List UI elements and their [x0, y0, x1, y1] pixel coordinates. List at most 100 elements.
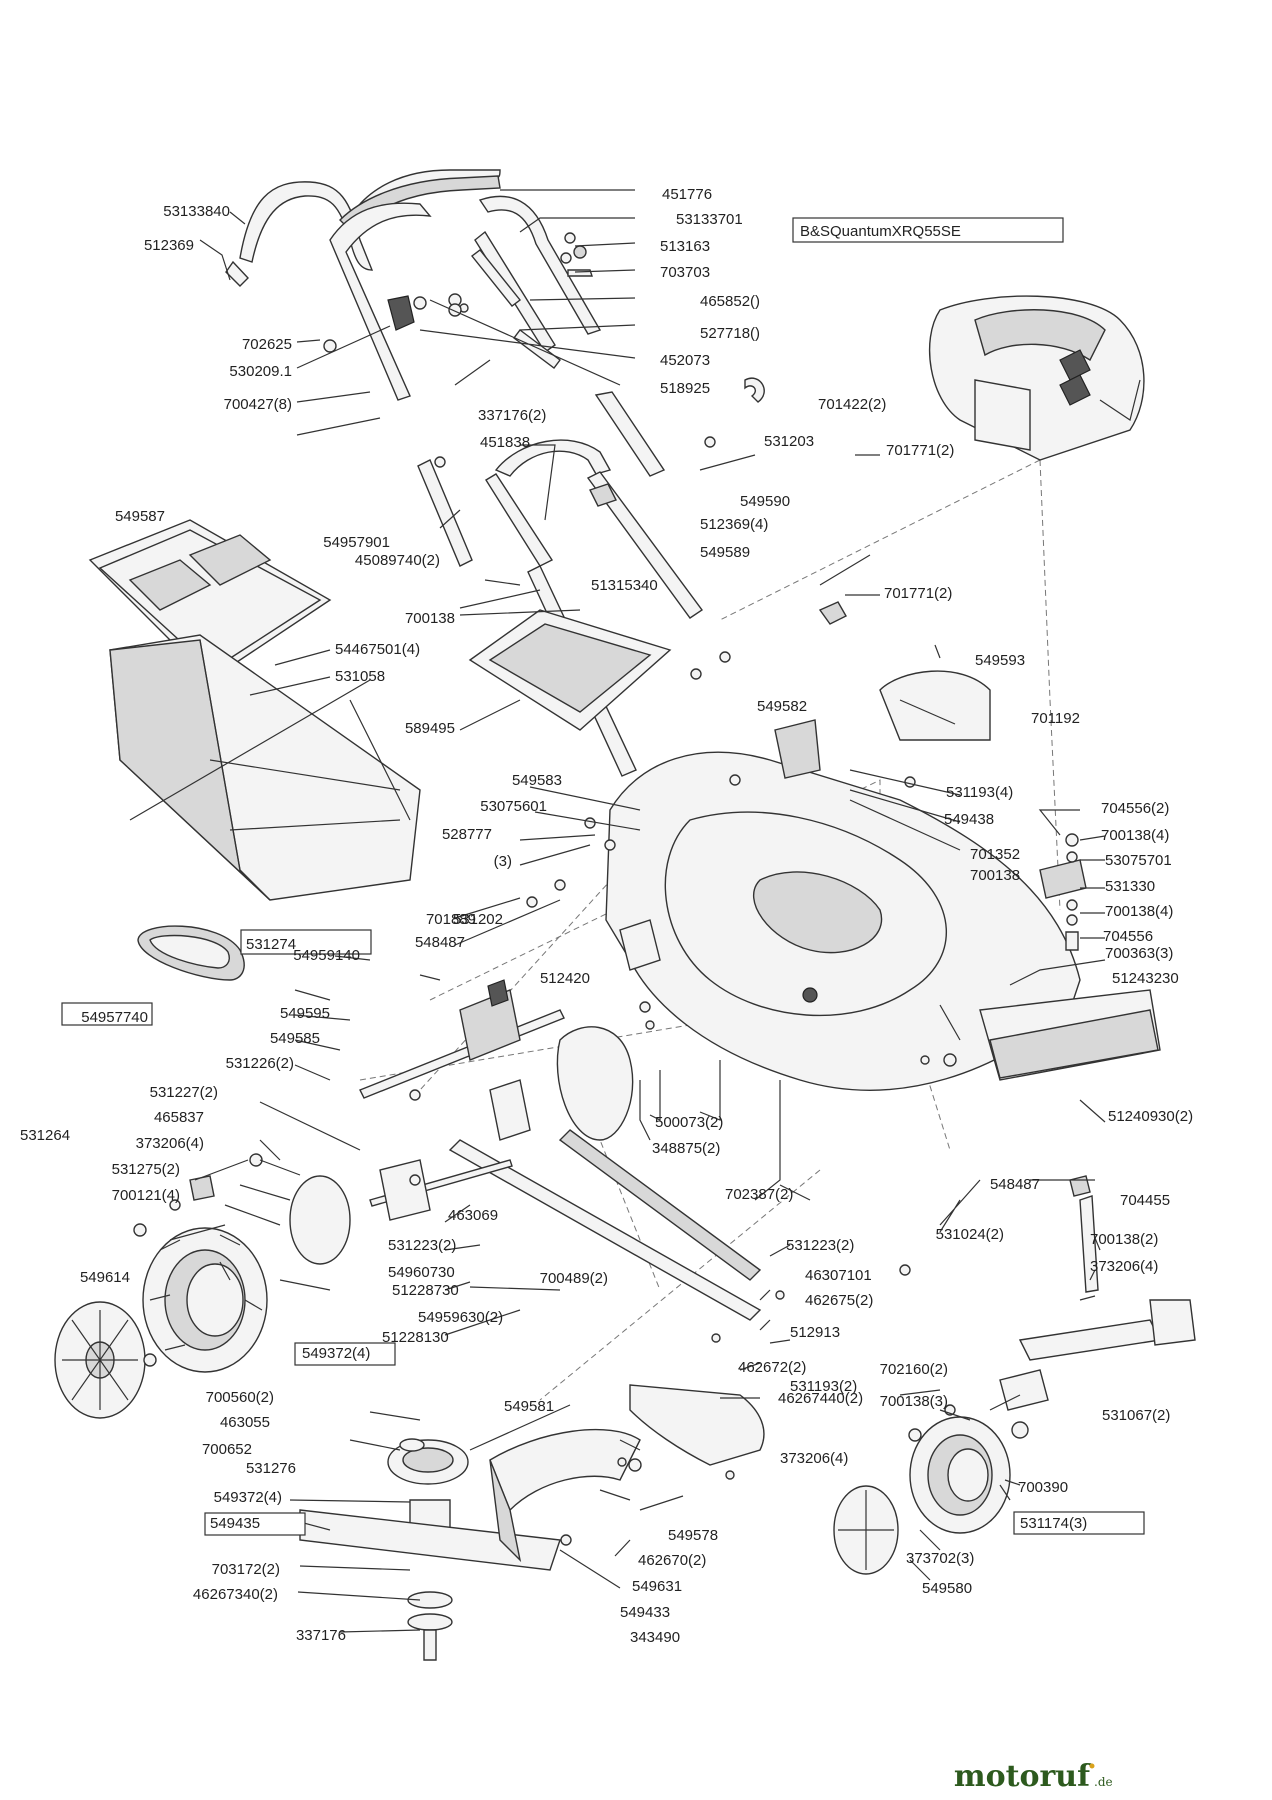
part-label: 337176(2): [478, 407, 546, 424]
fasteners: [323, 232, 956, 1416]
logo: motoruf .de: [954, 1759, 1113, 1794]
part-label: 704556(2): [1101, 800, 1169, 817]
part-label: 512369: [144, 237, 194, 254]
part-label: 451776: [662, 186, 712, 203]
pulley-51240930: [556, 1026, 634, 1141]
part-label: 46307101: [805, 1267, 872, 1284]
part-label: 54467501(4): [335, 641, 420, 658]
part-label: 700138: [405, 610, 455, 627]
part-label: 500073(2): [655, 1114, 723, 1131]
part-label: 518925: [660, 380, 710, 397]
part-label: 531276: [246, 1460, 296, 1477]
part-label: 531274: [246, 936, 296, 953]
part-label: 528777: [442, 826, 492, 843]
part-label: 701889: [426, 911, 476, 928]
part-label: 549583: [512, 772, 562, 789]
part-label: 531024(2): [936, 1226, 1004, 1243]
drive-train: [137, 925, 762, 1321]
part-label: 531226(2): [226, 1055, 294, 1072]
knob-54467501: [818, 601, 847, 625]
logo-tld: .de: [1094, 1775, 1113, 1789]
blade-assembly: [299, 1438, 561, 1661]
height-rod-54960730: [1079, 1195, 1099, 1293]
part-label: 53133840: [163, 203, 230, 220]
part-label: 531223(2): [388, 1237, 456, 1254]
part-label: 531203: [764, 433, 814, 450]
part-label: 548487: [990, 1176, 1040, 1193]
engine: [928, 295, 1145, 461]
part-label: 702625: [242, 336, 292, 353]
rear-wheel-assembly: [54, 1153, 351, 1419]
part-label: 549589: [700, 544, 750, 561]
part-label: 549372(4): [214, 1489, 282, 1506]
part-label: 548487: [415, 934, 465, 951]
front-axle-463055: [1018, 1319, 1162, 1361]
part-label: 512369(4): [700, 516, 768, 533]
part-label: 700121(4): [112, 1187, 180, 1204]
part-label: 549372(4): [302, 1345, 370, 1362]
part-label: 549590: [740, 493, 790, 510]
part-label: 45089740(2): [355, 552, 440, 569]
part-label: 703172(2): [212, 1561, 280, 1578]
part-label: 701352: [970, 846, 1020, 863]
part-label: 531330: [1105, 878, 1155, 895]
part-label: 702387(2): [725, 1186, 793, 1203]
bolt-343490: [423, 1629, 437, 1661]
part-label: 54957901: [323, 534, 390, 551]
spring-549614: [558, 1129, 762, 1281]
mulch-cover-549581: [629, 1384, 765, 1466]
part-label: 700363(3): [1105, 945, 1173, 962]
part-label: 53075601: [480, 798, 547, 815]
part-label: 701771(2): [884, 585, 952, 602]
part-label: 549438: [944, 811, 994, 828]
part-label: 701771(2): [886, 442, 954, 459]
engine-model-label: B&SQuantumXRQ55SE: [800, 223, 961, 240]
part-label: 46267440(2): [778, 1390, 863, 1407]
part-label: 530209.1: [229, 363, 292, 380]
part-label: 549595: [280, 1005, 330, 1022]
part-label: 531174(3): [1020, 1515, 1087, 1532]
part-label: 54957740: [81, 1009, 148, 1026]
part-label: 54960730: [388, 1264, 455, 1281]
part-label: 549433: [620, 1604, 670, 1621]
part-label: 463055: [220, 1414, 270, 1431]
wheel-disc-462675: [289, 1175, 351, 1265]
part-label: 51228130: [382, 1329, 449, 1346]
part-label: 549578: [668, 1527, 718, 1544]
handle-bracket-45089740: [417, 459, 473, 567]
part-label: 452073: [660, 352, 710, 369]
part-label: 462672(2): [738, 1359, 806, 1376]
part-label: 51315340: [591, 577, 658, 594]
part-label: 703703: [660, 264, 710, 281]
bracket-531067: [999, 1369, 1049, 1411]
part-label: 531275(2): [112, 1161, 180, 1178]
part-label: 512913: [790, 1324, 840, 1341]
part-label: 549435: [210, 1515, 260, 1532]
part-label: 51240930(2): [1108, 1108, 1193, 1125]
part-label: 704455: [1120, 1192, 1170, 1209]
part-label: 700560(2): [206, 1389, 274, 1406]
part-label: 373206(4): [136, 1135, 204, 1152]
part-label: 53133701: [676, 211, 743, 228]
part-label: 589495: [405, 720, 455, 737]
part-label: 531193(2): [790, 1378, 857, 1395]
mulch-plate-549580: [489, 1428, 641, 1512]
handle-bar-left: [329, 202, 432, 401]
part-label: 462670(2): [638, 1552, 706, 1569]
part-label: 463069: [448, 1207, 498, 1224]
gearbox-51243230: [459, 989, 521, 1061]
part-label: 337176: [296, 1627, 346, 1644]
part-label: 373206(4): [780, 1450, 848, 1467]
part-label: 700390: [1018, 1479, 1068, 1496]
part-label: 343490: [630, 1629, 680, 1646]
part-label: 51228730: [392, 1282, 459, 1299]
part-label: 465852(): [700, 293, 760, 310]
part-label: 462675(2): [805, 1292, 873, 1309]
handle-bracket-right: [594, 391, 666, 477]
part-labels: B&SQuantumXRQ55SE 451776 53133840 53133701…: [20, 186, 1193, 1646]
part-label: 527718(): [700, 325, 760, 342]
part-label: 53075701: [1105, 852, 1172, 869]
part-label: 54959140: [293, 947, 360, 964]
cover-549583: [879, 670, 991, 741]
part-label: 702160(2): [880, 1361, 948, 1378]
